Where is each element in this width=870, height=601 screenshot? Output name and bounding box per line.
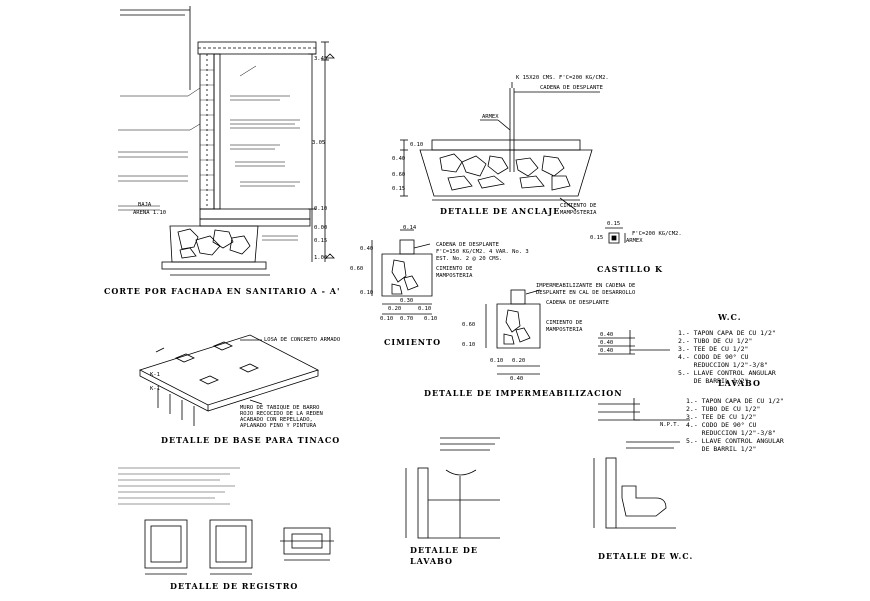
cimiento-dim-8: 0.10 [418, 306, 432, 312]
wc-item-1: 1.- TAPON CAPA DE CU 1/2" [678, 329, 776, 337]
castillo-armex: ARMEX [626, 238, 643, 244]
imperm-note-1: IMPERMEABILIZANTE EN CADENA DE [536, 283, 636, 289]
cimiento-cadena-3: EST. No. 2 @ 20 CMS. [436, 256, 503, 262]
impermeabilizacion-drawing [485, 289, 541, 375]
cimiento-dim-3: 0.60 [350, 266, 364, 272]
wc-item-2: 2.- TUBO DE CU 1/2" [678, 337, 753, 345]
anclaje-cadena-note: CADENA DE DESPLANTE [540, 85, 603, 91]
wc-dim-drawing [598, 330, 690, 421]
corte-elev-1: 3.45 [314, 56, 328, 62]
anclaje-dim-1: 0.10 [410, 142, 424, 148]
anclaje-dim-4: 0.15 [392, 186, 406, 192]
wc-dim-1: 0.40 [600, 332, 614, 338]
anclaje-dim-3: 0.60 [392, 172, 406, 178]
lavabo-item-1: 1.- TAPON CAPA DE CU 1/2" [686, 397, 784, 405]
cimiento-dim-5: 0.30 [400, 298, 414, 304]
impermeabilizacion-title: DETALLE DE IMPERMEABILIZACION [424, 388, 623, 398]
lavabo-item-6: 5.- LLAVE CONTROL ANGULAR [686, 437, 784, 445]
wc-list: 1.- TAPON CAPA DE CU 1/2"2.- TUBO DE CU … [678, 321, 776, 393]
imperm-cim-1: CIMIENTO DE [546, 320, 583, 326]
tinaco-drawing [138, 334, 320, 426]
anclaje-cimiento-note-2: MAMPOSTERIA [560, 210, 597, 216]
corte-sub: BAJA [138, 202, 152, 208]
imperm-note-2: DESPLANTE EN CAL DE DESARROLLO [536, 290, 636, 296]
lavabo-title-1: DETALLE DE [410, 545, 478, 555]
corte-elev-4: 0.00 [314, 225, 328, 231]
tinaco-muro-3: ACABADO CON REPELLADO, [240, 417, 313, 423]
wc-item-3: 3.- TEE DE CU 1/2" [678, 345, 749, 353]
lavabo-npt: N.P.T. [660, 422, 680, 428]
cimiento-title: CIMIENTO [384, 337, 442, 347]
imperm-dim-5: 0.10 [490, 358, 504, 364]
wc-drawing [593, 441, 680, 529]
wc-item-7: DE BARRIL 1/2" [678, 377, 749, 385]
tinaco-muro-1: MURO DE TABIQUE DE BARRO [240, 405, 320, 411]
lavabo-item-5: REDUCCION 1/2"-3/8" [686, 429, 777, 437]
wc-heading: W.C. [718, 312, 742, 322]
corte-title: CORTE POR FACHADA EN SANITARIO A - A' [104, 286, 341, 296]
cimiento-dim-10: 0.10 [424, 316, 438, 322]
wc-item-6: 5.- LLAVE CONTROL ANGULAR [678, 369, 776, 377]
anclaje-dim-2: 0.40 [392, 156, 406, 162]
imperm-cim-2: MAMPOSTERIA [546, 327, 583, 333]
wc-detail-title: DETALLE DE W.C. [598, 551, 694, 561]
imperm-cadena: CADENA DE DESPLANTE [546, 300, 609, 306]
cimiento-dim-7: 0.20 [388, 306, 402, 312]
castillo-drawing [605, 227, 626, 244]
lavabo-item-2: 2.- TUBO DE CU 1/2" [686, 405, 761, 413]
cimiento-dim-2: 0.40 [360, 246, 374, 252]
imperm-dim-4: 0.20 [512, 358, 526, 364]
corte-elev-6: 1.00 [314, 255, 328, 261]
lavabo-list: 1.- TAPON CAPA DE CU 1/2"2.- TUBO DE CU … [686, 389, 784, 461]
lavabo-title-2: LAVABO [410, 556, 453, 566]
lavabo-item-3: 3.- TEE DE CU 1/2" [686, 413, 757, 421]
tinaco-muro-2: ROJO RECOCIDO DE LA REDEN [240, 411, 323, 417]
corte-elev-3: 0.10 [314, 206, 328, 212]
cimiento-cadena-2: F'C=150 KG/CM2. 4 VAR. No. 3 [436, 249, 529, 255]
lavabo-item-7: DE BARRIL 1/2" [686, 445, 757, 453]
anclaje-title: DETALLE DE ANCLAJE [440, 206, 561, 216]
wc-dim-3: 0.40 [600, 348, 614, 354]
cimiento-dim-4: 0.10 [360, 290, 374, 296]
cimiento-drawing [371, 229, 433, 315]
corte-elev-2: 3.05 [312, 140, 326, 146]
castillo-dim-1: 0.15 [607, 221, 621, 227]
tinaco-muro-4: APLANADO FINO Y PINTURA [240, 423, 317, 429]
anclaje-castillo-note: K 15X20 CMS. F'C=200 KG/CM2. [516, 75, 609, 81]
wc-item-5: REDUCCION 1/2"-3/8" [678, 361, 769, 369]
imperm-dim-3: 0.40 [510, 376, 524, 382]
imperm-dim-2: 0.10 [462, 342, 476, 348]
wc-dim-2: 0.40 [600, 340, 614, 346]
lavabo-item-4: 4.- CODO DE 90° CU [686, 421, 757, 429]
registro-title: DETALLE DE REGISTRO [170, 581, 299, 591]
castillo-fc: F'C=200 KG/CM2. [632, 231, 682, 237]
anclaje-cimiento-note-1: CIMIENTO DE [560, 203, 597, 209]
cimiento-cim-2: MAMPOSTERIA [436, 273, 473, 279]
wc-item-4: 4.- CODO DE 90° CU [678, 353, 749, 361]
cimiento-dim-1: 0.14 [403, 225, 417, 231]
cimiento-dim-6: 0.70 [400, 316, 414, 322]
tinaco-k-label-2: K-1 [150, 386, 160, 392]
corte-elev-5: 0.15 [314, 238, 328, 244]
imperm-dim-1: 0.60 [462, 322, 476, 328]
lavabo-drawing [405, 437, 500, 539]
lavabo-heading: LAVABO [718, 378, 761, 388]
corte-fachada-drawing [118, 6, 335, 276]
cimiento-cadena-1: CADENA DE DESPLANTE [436, 242, 499, 248]
cimiento-dim-9: 0.10 [380, 316, 394, 322]
corte-ref: ARENA 1.10 [133, 210, 167, 216]
anclaje-drawing [400, 82, 600, 211]
tinaco-k-label-1: K-1 [150, 372, 160, 378]
castillo-title: CASTILLO K [597, 264, 664, 274]
registro-drawing [118, 467, 334, 575]
cimiento-cim-1: CIMIENTO DE [436, 266, 473, 272]
anclaje-armex-note: ARMEX [482, 114, 499, 120]
base-tinaco-title: DETALLE DE BASE PARA TINACO [161, 435, 341, 445]
tinaco-losa-note: LOSA DE CONCRETO ARMADO [264, 337, 341, 343]
castillo-dim-2: 0.15 [590, 235, 604, 241]
